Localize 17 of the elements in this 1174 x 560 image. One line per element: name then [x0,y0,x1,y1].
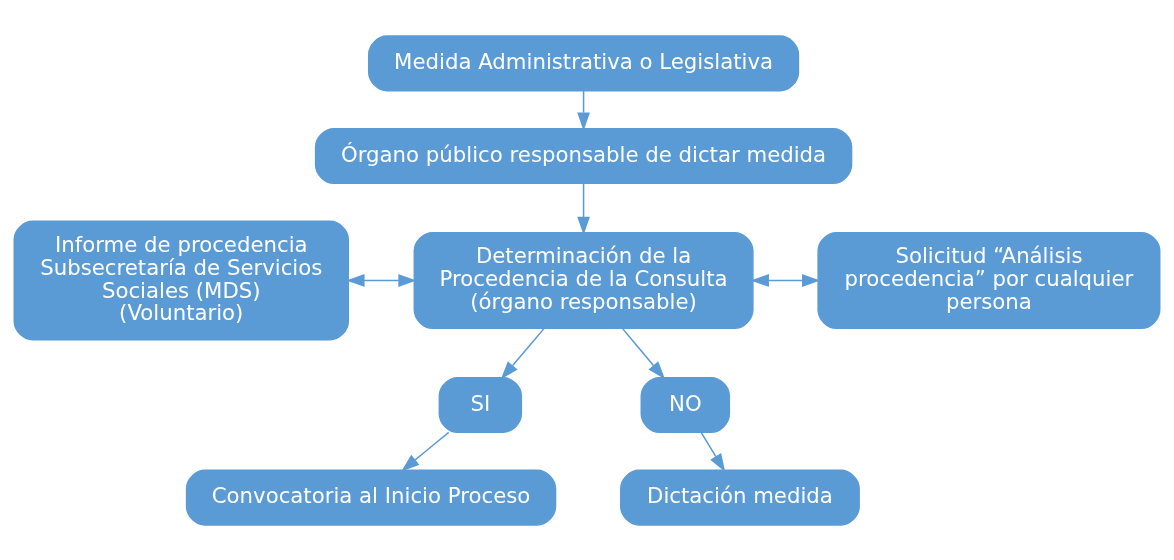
node-box: SI [438,376,523,433]
node-box: Órgano público responsable de dictar medida [314,127,853,184]
arrow [621,327,666,379]
node-box: Dictación medida [620,469,860,526]
arrow [346,273,417,287]
arrow [500,327,545,379]
node-box: Solicitud “Análisis procedencia” por cualquier persona [817,231,1161,329]
node-box: Convocatoria al Inicio Proceso [185,469,557,526]
arrow [401,431,450,471]
node-box: NO [640,376,731,433]
node-box: Medida Administrativa o Legislativa [368,34,800,91]
node-box: Informe de procedencia Subsecretaría de Servicios Sociales (MDS) (Voluntario) [13,220,350,340]
arrow [750,273,821,287]
node-box: Determinación de la Procedencia de la Consulta (órgano responsable) [413,231,754,329]
arrow [577,182,590,235]
arrow [577,89,590,131]
arrow [700,431,726,472]
